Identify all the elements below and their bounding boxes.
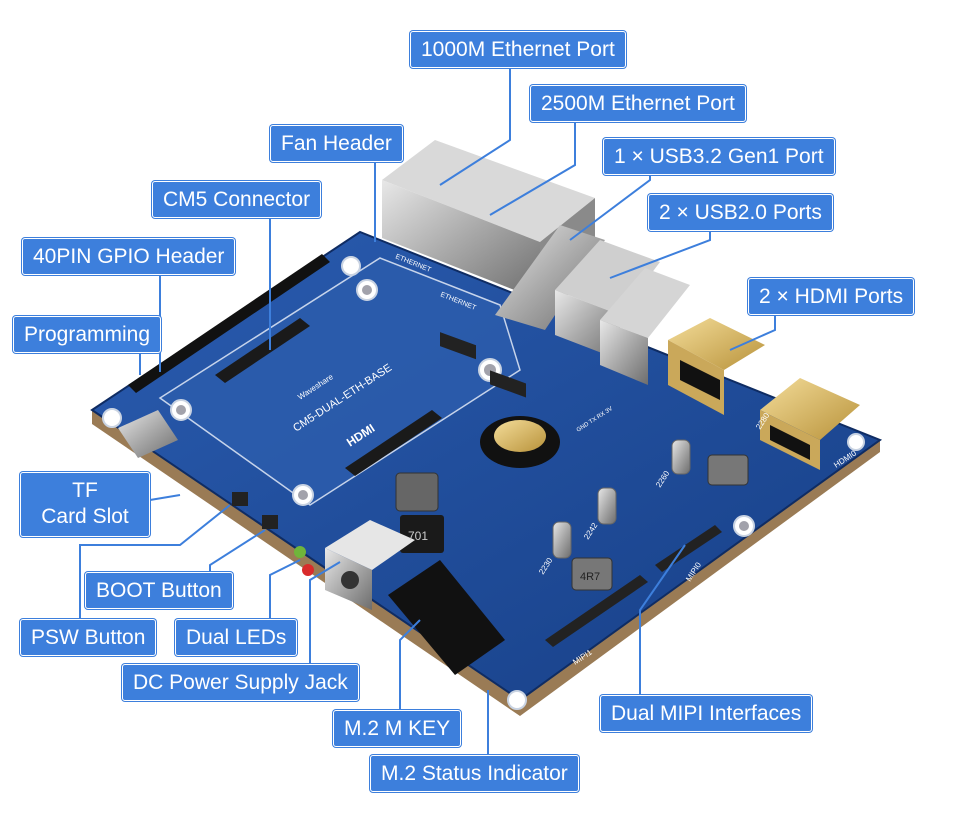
rtc-battery	[480, 416, 560, 468]
label-dual-leds: Dual LEDs	[175, 619, 298, 657]
label-psw-button: PSW Button	[20, 619, 157, 657]
buttons	[232, 492, 278, 529]
label-usb32-port: 1 × USB3.2 Gen1 Port	[603, 138, 835, 176]
usb-ports	[495, 225, 690, 385]
label-tf-line1: TF	[72, 479, 98, 502]
cm5-area	[158, 257, 521, 506]
cm5-connectors	[215, 318, 442, 476]
hdmi-ports	[668, 318, 860, 470]
label-programming: Programming	[13, 316, 162, 354]
gpio-header	[128, 254, 330, 393]
label-m2-m-key: M.2 M KEY	[333, 710, 462, 748]
m2-slot	[388, 560, 505, 675]
label-hdmi-ports: 2 × HDMI Ports	[748, 278, 915, 316]
leds	[294, 546, 314, 576]
label-boot-button: BOOT Button	[85, 572, 233, 610]
label-dual-mipi: Dual MIPI Interfaces	[600, 695, 813, 733]
label-tf-line2: Card Slot	[41, 505, 129, 529]
inductor-4r7-text: 4R7	[580, 571, 600, 583]
pcb-edge	[92, 410, 880, 716]
label-1000m-ethernet: 1000M Ethernet Port	[410, 31, 626, 69]
inductor-701-text: 701	[408, 529, 428, 543]
m2-standoffs	[552, 439, 691, 559]
inductors	[395, 454, 749, 591]
label-2500m-ethernet: 2500M Ethernet Port	[530, 85, 746, 123]
label-tf-card-slot: TF Card Slot	[20, 472, 150, 537]
label-cm5-connector: CM5 Connector	[152, 181, 322, 219]
label-fan-header: Fan Header	[270, 125, 403, 163]
label-dc-power-jack: DC Power Supply Jack	[122, 664, 359, 702]
label-m2-status-indicator: M.2 Status Indicator	[370, 755, 579, 793]
tf-slot	[118, 410, 178, 458]
leader-lines	[79, 62, 776, 755]
mipi-connectors	[545, 525, 722, 647]
label-40pin-gpio: 40PIN GPIO Header	[22, 238, 236, 276]
label-usb20-ports: 2 × USB2.0 Ports	[648, 194, 833, 232]
